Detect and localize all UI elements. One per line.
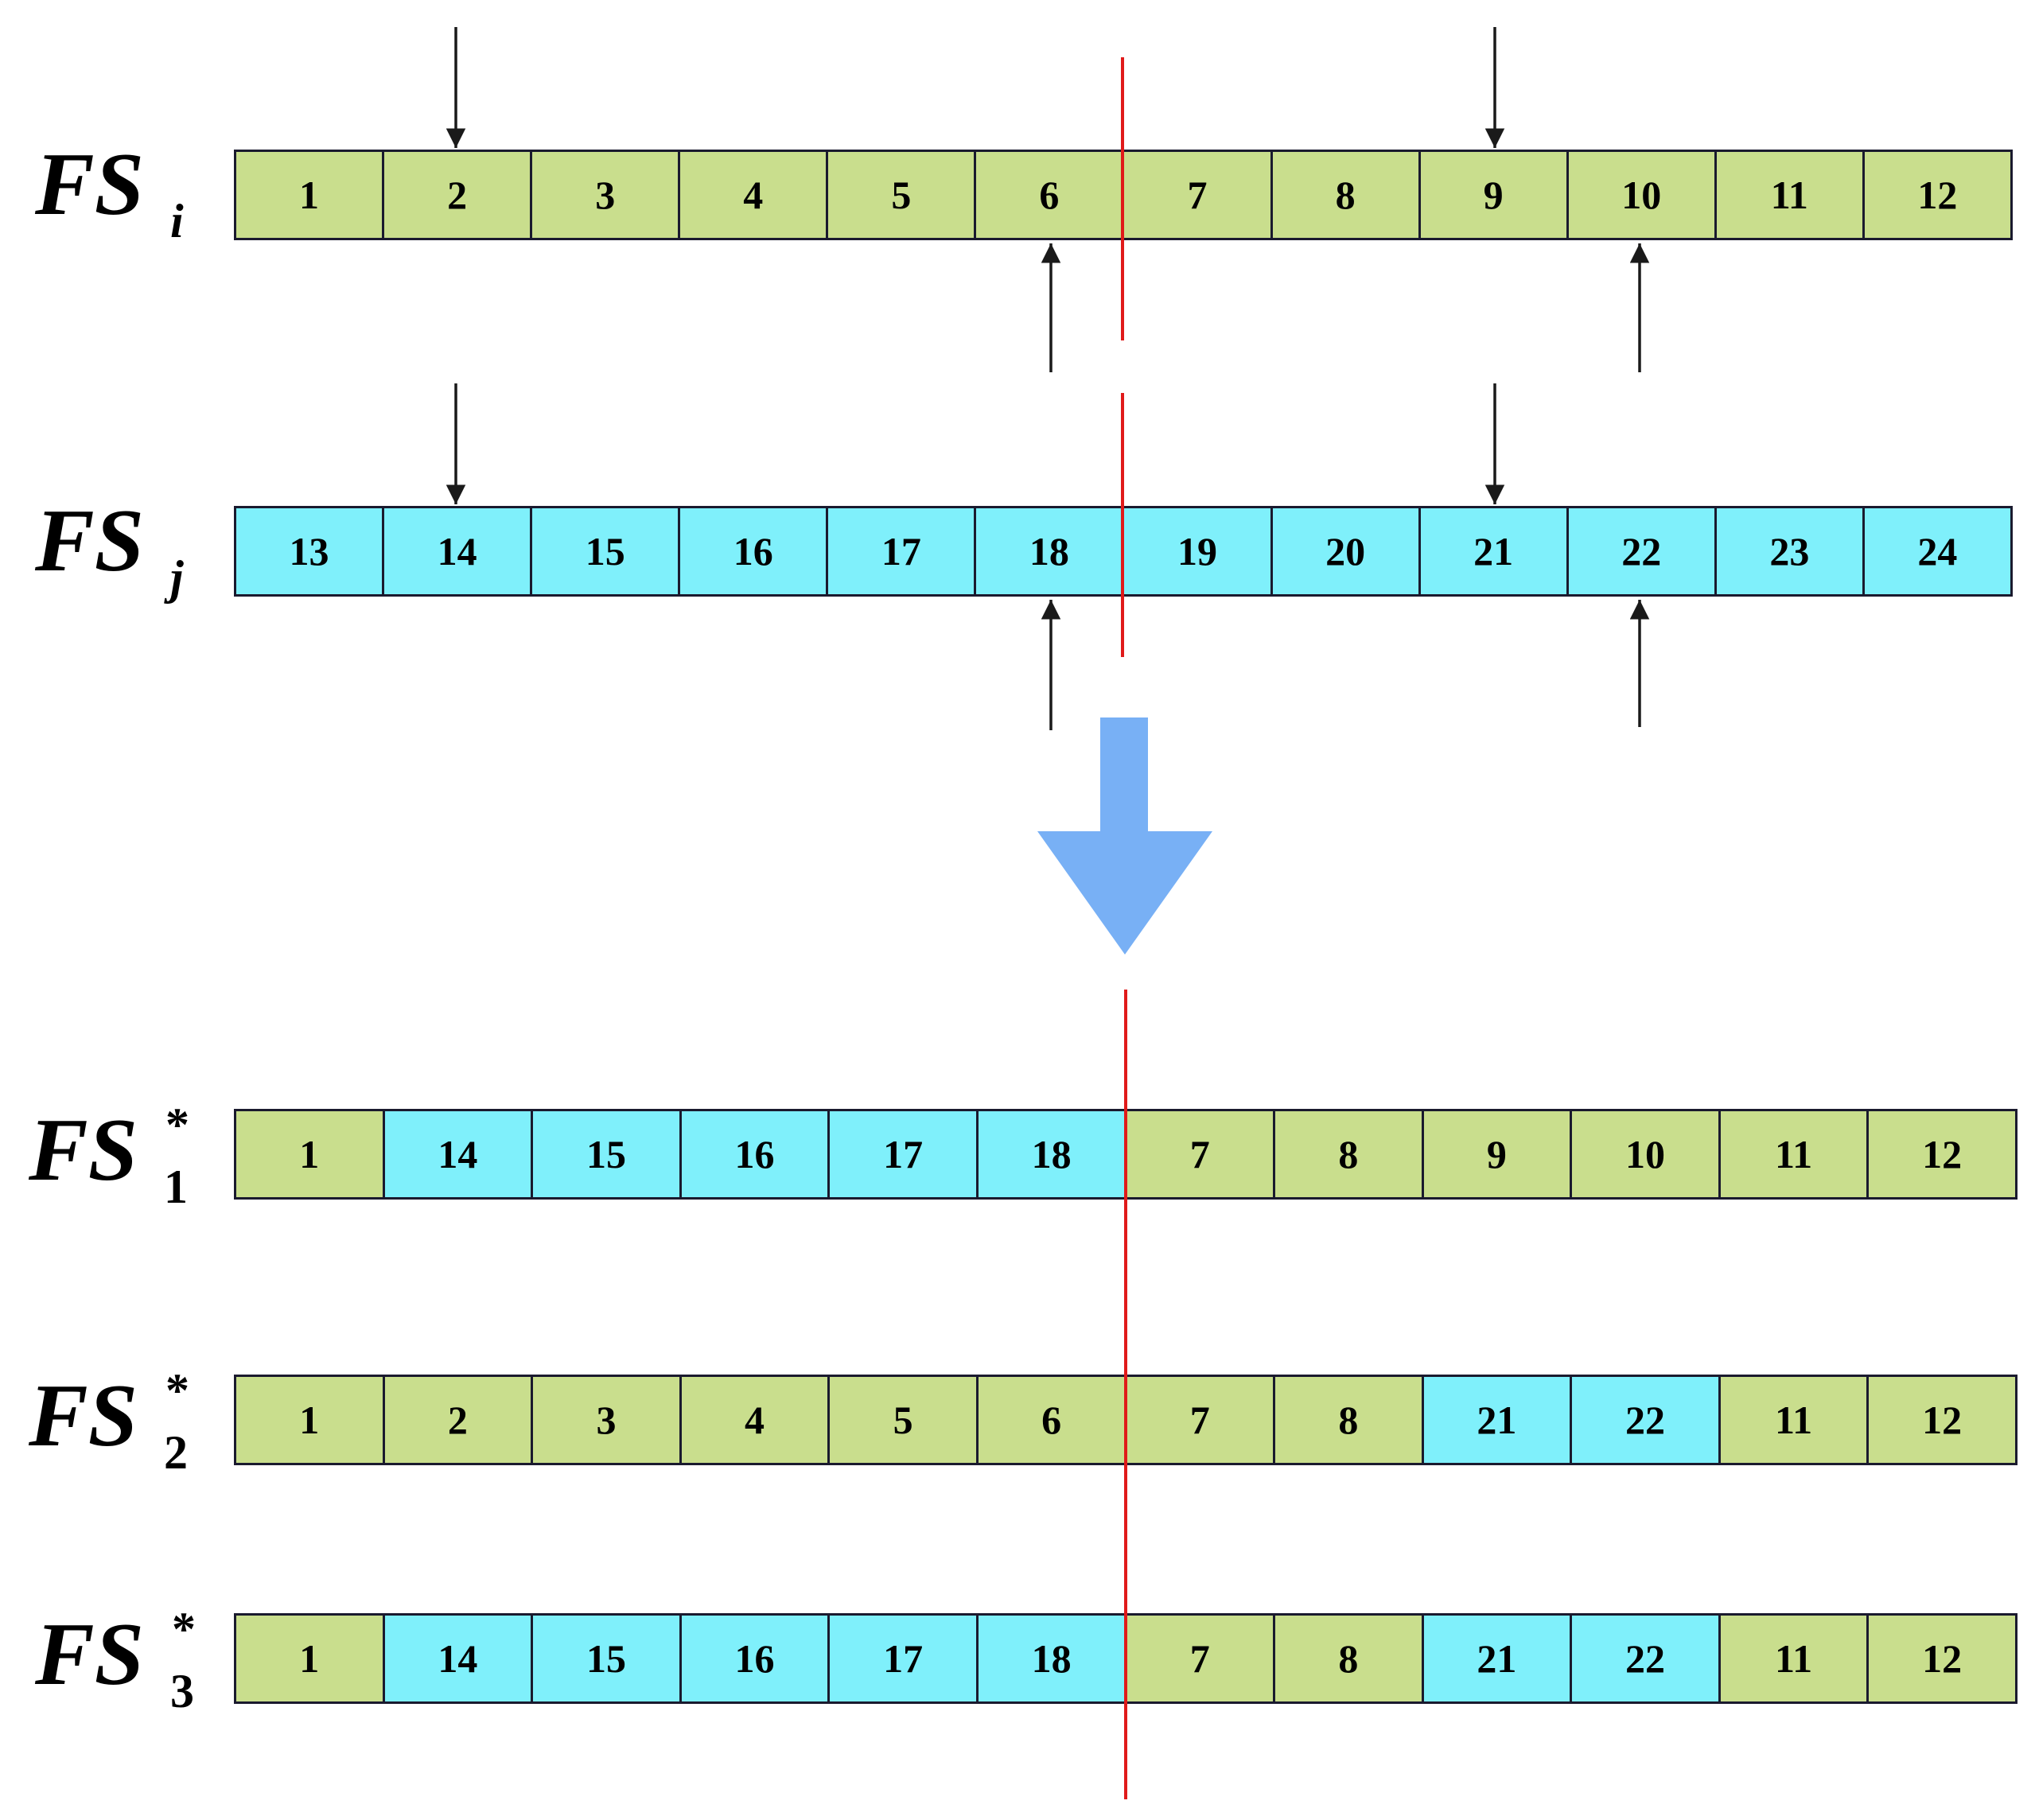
gene-cell: 23 [1716,508,1865,594]
row-label-main: FS [35,492,144,590]
gene-cell: 8 [1275,1377,1424,1463]
gene-cell: 7 [1126,1111,1276,1197]
gene-cell: 9 [1420,152,1569,238]
row-label-fs-2-star: FS * 2 [29,1367,189,1476]
gene-cell: 16 [680,508,829,594]
gene-cell: 22 [1572,1377,1721,1463]
gene-cell: 14 [384,1616,534,1701]
row-label-subscript: 2 [164,1426,188,1479]
gene-cell: 24 [1864,508,2010,594]
gene-cell: 17 [830,1111,979,1197]
gene-cell: 1 [236,152,385,238]
gene-cell: 12 [1869,1616,2015,1701]
gene-cell: 5 [828,152,977,238]
gene-cell: 18 [978,1111,1127,1197]
gene-cell: 1 [236,1616,385,1701]
gene-cell: 11 [1716,152,1865,238]
gene-cell: 4 [680,152,829,238]
gene-cell: 22 [1572,1616,1721,1701]
gene-cell: 21 [1423,1377,1573,1463]
row-label-subscript: j [170,551,184,604]
row-label-subscript: i [170,195,184,247]
row-label-fs-3-star: FS * 3 [35,1605,196,1715]
row-label-superscript: * [165,1364,189,1417]
gene-cell: 14 [384,508,533,594]
gene-cell: 20 [1272,508,1421,594]
gene-cell: 12 [1864,152,2010,238]
gene-cell: 5 [830,1377,979,1463]
gene-cell: 13 [236,508,385,594]
gene-cell: 15 [533,1616,682,1701]
gene-cell: 8 [1275,1616,1424,1701]
gene-cell: 1 [236,1377,385,1463]
gene-cell: 9 [1423,1111,1573,1197]
gene-cell: 18 [978,1616,1127,1701]
row-label-main: FS [29,1101,138,1200]
gene-cell: 16 [681,1616,831,1701]
gene-cell: 14 [384,1111,534,1197]
gene-cell: 12 [1869,1111,2015,1197]
gene-cell: 15 [532,508,681,594]
gene-cell: 11 [1720,1616,1870,1701]
row-label-superscript: * [172,1603,196,1655]
gene-cell: 7 [1126,1616,1276,1701]
gene-cell: 2 [384,152,533,238]
row-label-subscript: 1 [164,1161,188,1213]
gene-cell: 8 [1275,1111,1424,1197]
gene-cell: 8 [1272,152,1421,238]
gene-cell: 3 [533,1377,682,1463]
row-label-fs-i: FS i [35,140,184,245]
gene-cell: 22 [1568,508,1717,594]
gene-cell: 12 [1869,1377,2015,1463]
gene-cell: 19 [1124,508,1273,594]
gene-cell: 10 [1568,152,1717,238]
gene-cell: 3 [532,152,681,238]
gene-cell: 21 [1423,1616,1573,1701]
gene-cell: 7 [1124,152,1273,238]
gene-cell: 6 [978,1377,1127,1463]
row-label-main: FS [29,1367,138,1465]
row-label-main: FS [35,135,144,234]
gene-cell: 10 [1572,1111,1721,1197]
gene-cell: 21 [1420,508,1569,594]
gene-cell: 2 [384,1377,534,1463]
gene-cell: 17 [828,508,977,594]
row-label-fs-1-star: FS * 1 [29,1101,189,1211]
gene-cell: 7 [1126,1377,1276,1463]
gene-cell: 1 [236,1111,385,1197]
big-down-arrow-icon [1037,718,1212,955]
gene-cell: 11 [1720,1111,1870,1197]
gene-cell: 4 [681,1377,831,1463]
gene-cell: 17 [830,1616,979,1701]
row-label-subscript: 3 [170,1665,194,1717]
gene-cell: 16 [681,1111,831,1197]
gene-cell: 11 [1720,1377,1870,1463]
row-label-main: FS [35,1605,144,1704]
gene-cell: 15 [533,1111,682,1197]
row-label-fs-j: FS j [35,496,184,601]
row-label-superscript: * [165,1099,189,1151]
